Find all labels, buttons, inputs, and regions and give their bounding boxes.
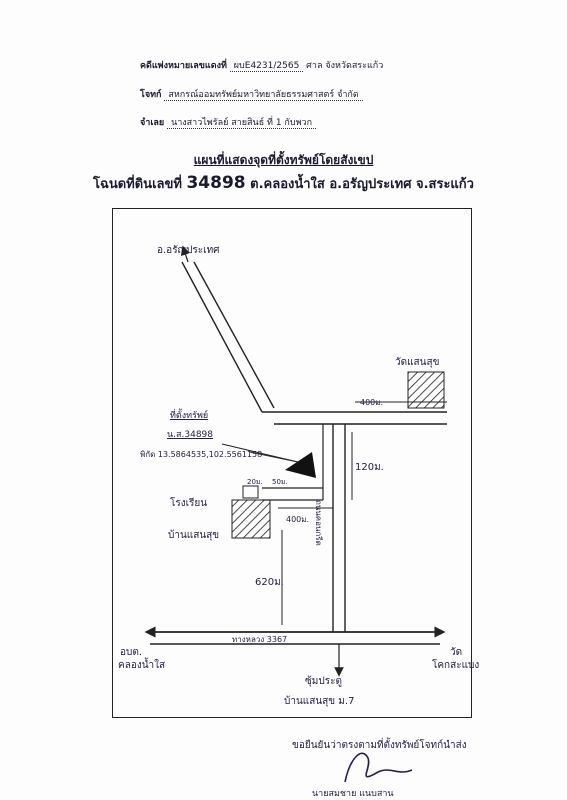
deed-number: 34898 — [186, 173, 246, 193]
case-number-label: คดีแพ่งหมายเลขแดงที่ — [140, 61, 227, 71]
school-label-2: บ้านแสนสุข — [168, 530, 220, 541]
plaintiff-value: สหกรณ์ออมทรัพย์มหาวิทยาลัยธรรมศาสตร์ จำก… — [164, 90, 363, 101]
temple-top-label: วัดแสนสุข — [395, 357, 440, 368]
case-number-value: ผบE4231/2565 — [229, 61, 304, 72]
left-label-2: คลองน้ำใส — [118, 660, 166, 671]
dist-620: 620ม. — [255, 577, 284, 588]
defendant-value: นางสาวไพรัลย์ สายสินธ์ ที่ 1 กับพวก — [167, 118, 317, 129]
signature — [344, 752, 413, 783]
dist-400-mid: 400ม. — [286, 515, 310, 524]
defendant-label: จำเลย — [140, 118, 165, 128]
access-road — [242, 424, 333, 509]
dist-400-top: 400ม. — [360, 398, 384, 407]
property-label: ที่ตั้งทรัพย์ — [170, 411, 209, 421]
coordinates: พิกัด 13.5864535,102.5561158 — [140, 450, 263, 459]
highway-label: ทางหลวง 3367 — [232, 635, 288, 644]
concrete-road-label: ถนนคอนกรีต — [314, 500, 323, 546]
diagonal-road — [180, 245, 275, 413]
to-aranyaprathet-label: อ.อรัญประเทศ — [157, 245, 220, 256]
right-label-1: วัด — [450, 647, 463, 658]
school-parcel — [231, 499, 271, 539]
property-parcel — [221, 443, 316, 478]
vertical-road — [332, 424, 346, 632]
plaintiff-line: โจทก์ สหกรณ์ออมทรัพย์มหาวิทยาลัยธรรมศาสต… — [140, 87, 363, 101]
certification-text: ขอยืนยันว่าตรงตามที่ตั้งทรัพย์โจทก์นำส่ง — [292, 740, 467, 751]
village-label-1: ซุ้มประตู — [305, 676, 342, 687]
deed-title: โฉนดที่ดินเลขที่ 34898 ต.คลองน้ำใส อ.อรั… — [0, 173, 567, 194]
village-label-2: บ้านแสนสุข ม.7 — [284, 696, 355, 707]
deed-location: ต.คลองน้ำใส อ.อรัญประเทศ จ.สระแก้ว — [250, 177, 474, 192]
left-label-1: อบต. — [120, 647, 143, 658]
court-name: ศาล จังหวัดสระแก้ว — [306, 61, 384, 71]
school-label-1: โรงเรียน — [170, 498, 208, 509]
property-deed: น.ส.34898 — [167, 430, 213, 440]
deed-prefix: โฉนดที่ดินเลขที่ — [93, 177, 182, 192]
dist-20: 20ม. — [247, 478, 263, 486]
dist-50: 50ม. — [272, 478, 288, 486]
map-title: แผนที่แสดงจุดที่ตั้งทรัพย์โดยสังเขป — [193, 153, 374, 167]
dist-120: 120ม. — [355, 462, 384, 473]
map-frame — [112, 208, 472, 718]
signer-name: นายสมชาย แนบสาน — [312, 789, 394, 799]
defendant-line: จำเลย นางสาวไพรัลย์ สายสินธ์ ที่ 1 กับพว… — [140, 115, 317, 129]
case-number-line: คดีแพ่งหมายเลขแดงที่ ผบE4231/2565 ศาล จั… — [140, 58, 383, 72]
right-label-2: โคกสะแบง — [432, 660, 480, 671]
plaintiff-label: โจทก์ — [140, 90, 162, 100]
temple-parcel — [407, 371, 445, 409]
highway-line — [144, 626, 446, 645]
